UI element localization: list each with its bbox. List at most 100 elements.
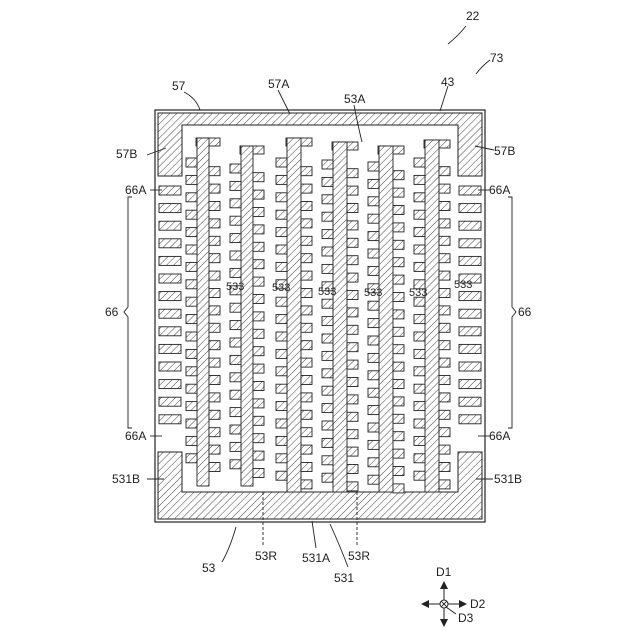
comb-tooth	[347, 273, 358, 282]
comb-tooth	[209, 289, 220, 298]
leader-73	[476, 60, 490, 74]
comb-tooth	[230, 408, 241, 417]
comb-tooth	[414, 193, 425, 202]
comb-tooth	[230, 460, 241, 469]
label-531B-right: 531B	[494, 472, 522, 486]
comb-tooth	[186, 419, 197, 428]
label-533-3: 533	[318, 286, 336, 298]
pad-right	[459, 239, 481, 248]
comb-tooth	[276, 262, 287, 271]
comb-tooth	[301, 219, 312, 228]
label-57B-left: 57B	[116, 147, 137, 161]
comb-tooth	[439, 271, 450, 280]
comb-tooth	[301, 271, 312, 280]
comb-tooth	[414, 384, 425, 393]
comb-tooth	[186, 297, 197, 306]
comb-tooth	[301, 376, 312, 385]
comb-tooth	[439, 376, 450, 385]
comb-tooth	[368, 249, 379, 258]
comb-tooth	[209, 428, 220, 437]
label-d2: D2	[470, 597, 486, 611]
comb-tooth	[347, 465, 358, 474]
leader-53	[222, 527, 236, 562]
comb-tooth	[253, 399, 264, 408]
comb-tooth	[322, 473, 333, 482]
comb-tooth	[301, 184, 312, 193]
comb-tooth	[230, 355, 241, 364]
comb-tooth	[186, 454, 197, 463]
comb-tooth	[439, 184, 450, 193]
comb-tooth	[253, 260, 264, 269]
pad-left	[159, 362, 181, 371]
comb-tooth	[301, 463, 312, 472]
comb-tooth	[368, 406, 379, 415]
comb-tooth	[414, 402, 425, 411]
comb-tooth	[276, 402, 287, 411]
comb-tooth	[414, 454, 425, 463]
comb-tooth	[276, 158, 287, 167]
label-66-left: 66	[105, 305, 119, 319]
comb-tooth	[209, 219, 220, 228]
comb-tooth	[414, 471, 425, 480]
comb-tooth	[414, 436, 425, 445]
comb-tooth	[209, 376, 220, 385]
comb-tooth	[209, 306, 220, 315]
comb-tooth	[347, 395, 358, 404]
label-57: 57	[172, 79, 186, 93]
comb-tooth	[393, 449, 404, 458]
label-d3: D3	[458, 611, 474, 625]
comb-tooth	[322, 404, 333, 413]
pad-right	[459, 221, 481, 230]
pad-left	[159, 327, 181, 336]
comb-tooth	[276, 297, 287, 306]
label-533-1: 533	[226, 281, 244, 293]
comb-tooth	[439, 393, 450, 402]
comb-tooth	[439, 463, 450, 472]
comb-tooth	[209, 323, 220, 332]
comb-tooth	[414, 210, 425, 219]
comb-tooth	[186, 402, 197, 411]
pad-right	[459, 380, 481, 389]
comb-tooth	[209, 271, 220, 280]
label-53: 53	[202, 561, 216, 575]
comb-tooth	[414, 175, 425, 184]
comb-tooth	[439, 167, 450, 176]
comb-tooth	[368, 301, 379, 310]
comb-tooth	[393, 327, 404, 336]
comb-tooth	[253, 312, 264, 321]
comb-tooth	[347, 412, 358, 421]
comb-tooth	[439, 289, 450, 298]
comb-tooth	[322, 177, 333, 186]
comb-tooth	[368, 232, 379, 241]
comb-tooth	[414, 349, 425, 358]
comb-tooth	[186, 262, 197, 271]
comb-tooth	[368, 162, 379, 171]
comb-tooth	[186, 315, 197, 324]
comb-tooth	[368, 319, 379, 328]
comb-tooth	[414, 367, 425, 376]
comb-tooth	[393, 293, 404, 302]
comb-tooth	[209, 410, 220, 419]
comb-tooth	[209, 393, 220, 402]
comb-tooth	[230, 390, 241, 399]
comb-tooth	[209, 358, 220, 367]
comb-tooth	[253, 173, 264, 182]
comb-tooth	[186, 228, 197, 237]
label-533-4: 533	[364, 287, 382, 299]
comb-tooth	[186, 332, 197, 341]
comb-tooth	[439, 358, 450, 367]
pad-left	[159, 397, 181, 406]
comb-tooth	[209, 254, 220, 263]
label-533-5: 533	[409, 287, 427, 299]
pad-right	[459, 186, 481, 195]
comb-tooth	[276, 193, 287, 202]
comb-tooth	[368, 214, 379, 223]
comb-tooth	[322, 160, 333, 169]
comb-tooth	[301, 358, 312, 367]
comb-tooth	[230, 303, 241, 312]
comb-tooth	[276, 332, 287, 341]
label-66A-left-bottom: 66A	[125, 429, 146, 443]
comb-spine	[379, 146, 393, 492]
comb-tooth	[276, 245, 287, 254]
